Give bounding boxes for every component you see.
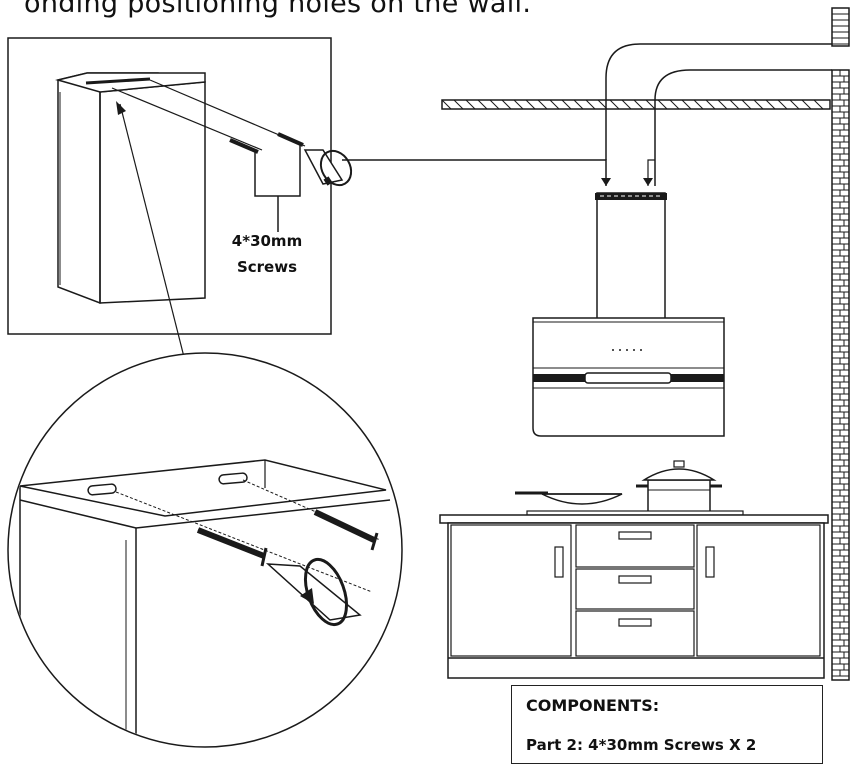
instruction-text: onding positioning holes on the wall. [24,0,532,19]
zoom-detail-circle [7,352,403,748]
screw-name-label: Screws [236,258,298,276]
zoom-screw-1 [196,527,268,567]
components-box: COMPONENTS: Part 2: 4*30mm Screws X 2 [511,685,823,764]
chimney-cover-piece [55,72,206,304]
ceiling-slab [441,99,831,110]
detail-inset-box [7,37,353,335]
zoom-screwdriver-icon [265,557,362,627]
exhaust-duct [601,43,832,186]
kitchen-cabinet [439,510,829,679]
frying-pan [515,491,623,505]
components-title: COMPONENTS: [526,696,660,715]
cooking-pot [636,460,722,515]
pointer-arrowhead [116,101,126,115]
inset-screwdriver-icon [303,149,353,187]
components-part-line: Part 2: 4*30mm Screws X 2 [526,736,757,754]
zoom-screw-2 [313,509,379,551]
inset-screws [111,79,306,154]
connector-line [342,159,607,186]
screw-size-label: 4*30mm [231,232,303,250]
brick-wall [831,7,850,681]
range-hood [532,192,725,437]
